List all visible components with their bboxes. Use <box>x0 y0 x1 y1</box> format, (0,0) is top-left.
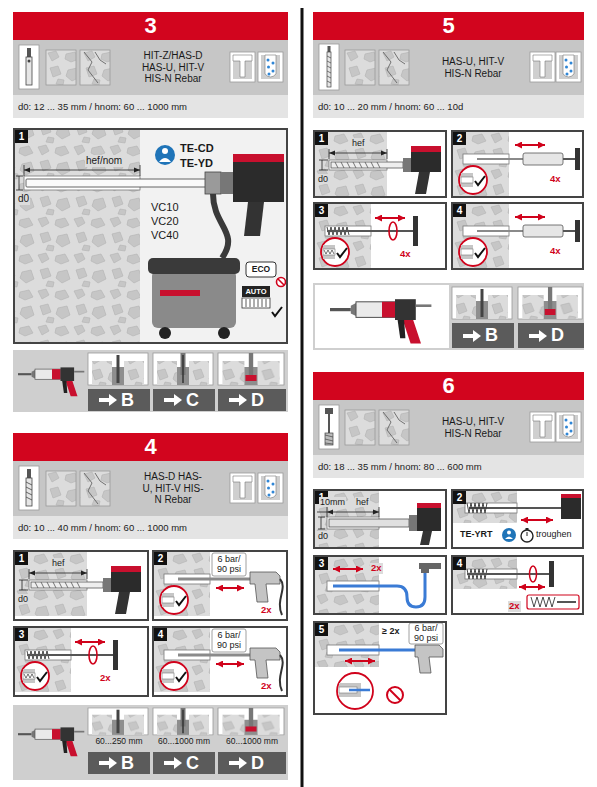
option-button: C <box>153 752 215 774</box>
product-names: HAS-U, HIT-V HIS-N Rebar <box>440 56 506 79</box>
step-number: 1 <box>315 132 328 145</box>
step-number: 3 <box>315 557 328 570</box>
step-number: 4 <box>453 204 466 217</box>
section-number: 3 <box>144 15 156 37</box>
drilling-scene <box>13 128 288 344</box>
product-band-art <box>13 40 584 516</box>
product-band: HAS-U, HIT-V HIS-N Rebar <box>313 400 584 455</box>
step-number: 2 <box>154 552 167 565</box>
mode-label: ECO <box>246 264 276 275</box>
tool-name: TE-CD <box>179 142 215 155</box>
step-number: 4 <box>154 628 167 641</box>
dimension-range: d0: 18 ... 35 mm / hnom: 80 ... 600 mm <box>313 455 584 478</box>
dimension-band: d0: 12 ... 35 mm / hnom: 60 ... 1000 mm <box>13 95 288 118</box>
dimension-label: d0 <box>317 174 329 184</box>
pressure-label: 6 bar/ 90 psi <box>214 554 244 574</box>
dimension-label: d0 <box>317 531 329 541</box>
dimension-label: hef <box>51 558 66 568</box>
option-letter: B <box>121 389 134 411</box>
option-button: D <box>218 389 286 411</box>
repeat-count: 2x <box>508 601 521 612</box>
step-number: 1 <box>15 552 28 565</box>
step-panel: 2 <box>451 489 584 549</box>
repeat-count: 4x <box>549 246 562 257</box>
section-header: 5 <box>313 12 584 40</box>
section-number: 6 <box>442 375 454 397</box>
product-names: HIT-Z/HAS-D HAS-U, HIT-V HIS-N Rebar <box>140 50 206 85</box>
vacuum-model: VC40 <box>150 229 180 242</box>
dimension-label: hef/nom <box>85 155 123 167</box>
option-letter: C <box>186 389 199 411</box>
step-panel: 4 <box>451 202 584 270</box>
option-letter: C <box>186 752 199 774</box>
vacuum-model: VC20 <box>150 215 180 228</box>
repeat-count: 2x <box>370 563 383 574</box>
option-button: D <box>518 323 584 348</box>
column-divider <box>302 8 303 787</box>
repeat-count: 2x <box>260 681 273 692</box>
step-panel: 1 <box>313 130 447 198</box>
repeat-count: 2x <box>260 605 273 616</box>
dimension-range: d0: 10 ... 40 mm / hnom: 60 ... 1000 mm <box>13 516 288 539</box>
repeat-count: 4x <box>549 174 562 185</box>
dimension-range: d0: 12 ... 35 mm / hnom: 60 ... 1000 mm <box>13 95 288 118</box>
dimension-label: hef <box>351 138 366 148</box>
option-button: B <box>88 752 150 774</box>
step-number: 5 <box>315 623 328 636</box>
dimension-range: d0: 10 ... 20 mm / hnom: 60 ... 10d <box>313 95 584 118</box>
dimension-label: 10mm <box>319 497 346 507</box>
dimension-band: d0: 10 ... 40 mm / hnom: 60 ... 1000 mm <box>13 516 288 539</box>
product-names: HAS-D HAS-U, HIT-V HIS-N Rebar <box>140 471 206 506</box>
section-number: 4 <box>144 436 156 458</box>
option-letter: D <box>251 389 264 411</box>
dimension-label: hef <box>355 497 370 507</box>
step-panel: 2 <box>451 130 584 198</box>
section-header: 3 <box>13 12 288 40</box>
step-number: 3 <box>315 204 328 217</box>
length-range: 60...250 mm <box>88 737 150 747</box>
length-range: 60...1000 mm <box>218 737 286 747</box>
pressure-label: 6 bar/ 90 psi <box>411 623 441 643</box>
length-range: 60...1000 mm <box>153 737 215 747</box>
product-names: HAS-U, HIT-V HIS-N Rebar <box>440 416 506 439</box>
option-letter: B <box>121 752 134 774</box>
timer-label: troughen <box>535 529 573 539</box>
step-panel: 3 <box>13 626 149 697</box>
option-button: D <box>218 752 286 774</box>
dimension-label: d0 <box>17 193 30 205</box>
pressure-label: 6 bar/ 90 psi <box>214 630 244 650</box>
tool-name: TE-YRT <box>459 529 494 539</box>
step-panel: 3 <box>313 202 447 270</box>
applicator-row <box>13 283 584 780</box>
product-band: HAS-U, HIT-V HIS-N Rebar <box>313 40 584 95</box>
dimension-band: d0: 10 ... 20 mm / hnom: 60 ... 10d <box>313 95 584 118</box>
option-button: C <box>153 389 215 411</box>
step-number: 2 <box>453 491 466 504</box>
repeat-count: 4x <box>399 249 412 260</box>
step-number: 1 <box>15 130 28 143</box>
step-panel: 1 <box>13 550 149 621</box>
repeat-count: 2x <box>99 673 112 684</box>
step-number: 4 <box>453 557 466 570</box>
step-illustrations <box>13 130 584 715</box>
section-header: 4 <box>13 433 288 461</box>
section-header: 6 <box>313 372 584 400</box>
step-number: 3 <box>15 628 28 641</box>
section-number: 5 <box>442 15 454 37</box>
option-button: B <box>88 389 150 411</box>
dimension-label: d0 <box>17 594 29 604</box>
tool-name: TE-YD <box>179 157 214 170</box>
option-letter: B <box>485 323 498 348</box>
option-letter: D <box>551 323 564 348</box>
option-button: B <box>452 323 514 348</box>
product-band: HIT-Z/HAS-D HAS-U, HIT-V HIS-N Rebar <box>13 40 288 95</box>
mode-label: AUTO <box>242 287 270 296</box>
product-band: HAS-D HAS-U, HIT-V HIS-N Rebar <box>13 461 288 516</box>
dimension-band: d0: 18 ... 35 mm / hnom: 80 ... 600 mm <box>313 455 584 478</box>
vacuum-model: VC10 <box>150 201 180 214</box>
repeat-count: ≥ 2x <box>381 626 400 636</box>
step-number: 2 <box>453 132 466 145</box>
option-letter: D <box>251 752 264 774</box>
